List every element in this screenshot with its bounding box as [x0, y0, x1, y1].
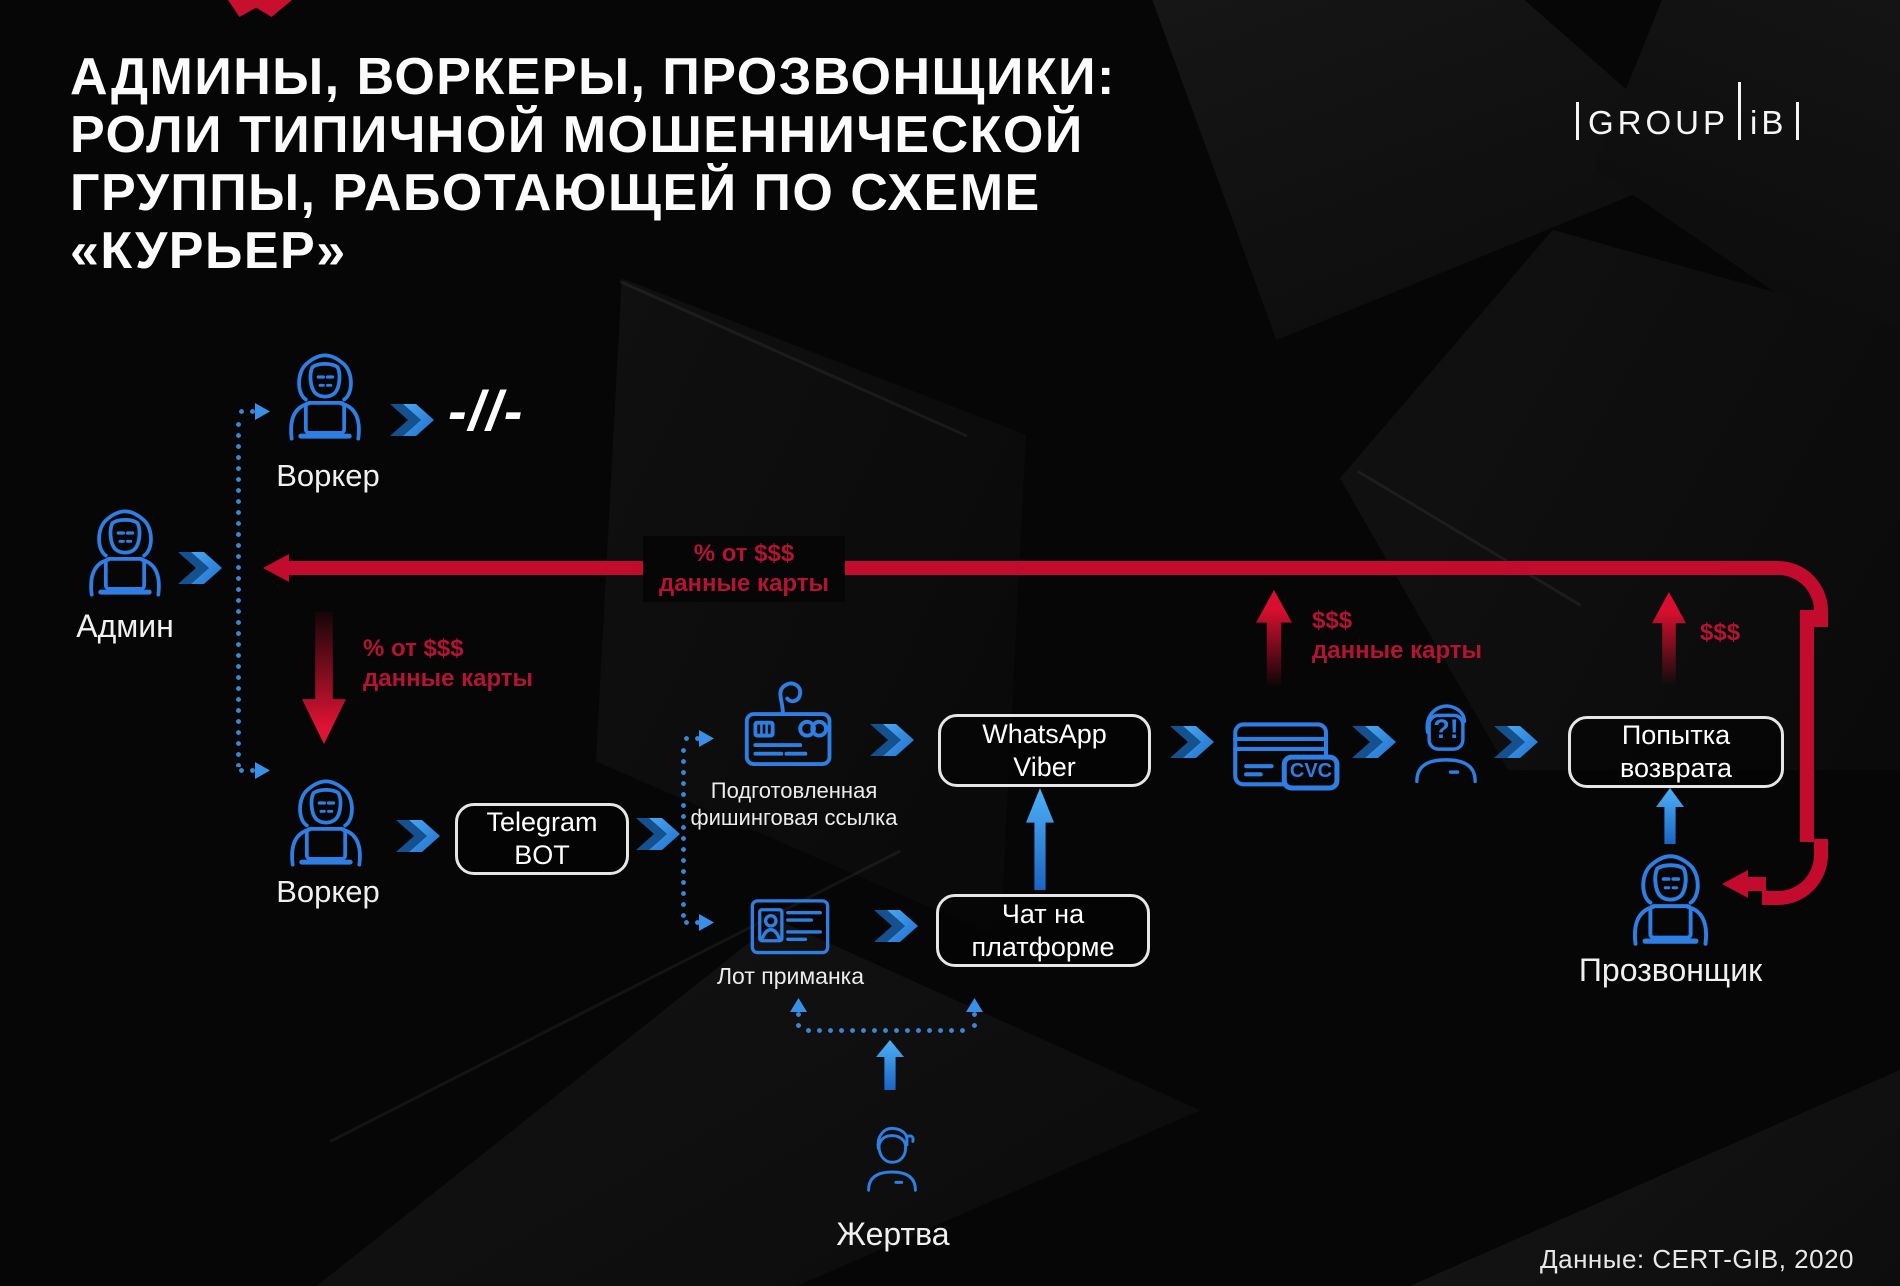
phishing-link-line1: Подготовленная: [710, 778, 878, 803]
arrow-person-to-refund: [1494, 726, 1542, 758]
worker-cut-line2: данные карты: [363, 665, 534, 692]
worker-top-label: Воркер: [276, 458, 380, 493]
confused-text: ?!: [1433, 714, 1459, 744]
red-line-bottom-segment: [1748, 877, 1766, 891]
bg-edge-line: [619, 280, 968, 438]
arrow-worker-top: [390, 404, 438, 436]
phishing-link-label: Подготовленная фишинговая ссылка: [688, 778, 900, 832]
bg-edge-line: [1357, 470, 1582, 607]
arrow-whatsapp-to-card: [1170, 726, 1218, 758]
dotted-victim-right-stub: [972, 1012, 977, 1030]
red-up-arrow-money-left: [1256, 590, 1292, 686]
worker-top-icon: [275, 340, 375, 454]
bg-cube-top-right-2: [1594, 0, 1900, 378]
victim-label: Жертва: [836, 1216, 950, 1252]
telegram-bot-line1: Telegram: [486, 807, 598, 838]
title-line-2: РОЛИ ТИПИЧНОЙ МОШЕННИЧЕСКОЙ: [70, 106, 1084, 164]
dotted-split-stub-top: [684, 736, 699, 741]
money-right-label: $$$: [1700, 619, 1741, 646]
bg-cube-right: [1340, 230, 1900, 770]
arrow-after-telegram: [636, 818, 684, 850]
dotted-arrowhead-phishing: [699, 730, 714, 747]
admin-cut-label: % от $$$ данные карты: [643, 536, 845, 602]
money-card-line2: данные карты: [1312, 637, 1483, 664]
logo-bar: [1796, 102, 1800, 140]
worker-cut-line1: % от $$$: [363, 635, 464, 662]
worker-bottom-icon: [276, 766, 376, 880]
arrow-phishing-to-whatsapp: [870, 724, 918, 756]
dotted-arrowhead-worker-bottom: [255, 762, 270, 779]
title-line-1: АДМИНЫ, ВОРКЕРЫ, ПРОЗВОНЩИКИ:: [70, 48, 1116, 106]
arrow-worker-bottom: [396, 820, 444, 852]
money-card-label: $$$ данные карты: [1312, 606, 1482, 666]
logo-bar: [1576, 102, 1579, 140]
platform-chat-box: Чат на платформе: [936, 894, 1150, 967]
worker-bottom-label: Воркер: [276, 874, 380, 909]
arrow-lot-to-chat: [874, 910, 922, 942]
red-line-arrowhead-to-caller: [1722, 870, 1748, 898]
card-cvc-icon: [1228, 708, 1346, 808]
logo-bar-tall: [1738, 82, 1742, 140]
title-line-3: ГРУППЫ, РАБОТАЮЩЕЙ ПО СХЕМЕ: [70, 164, 1041, 222]
up-arrow-chat-to-whatsapp: [1026, 788, 1054, 890]
whatsapp-line1: WhatsApp: [982, 718, 1107, 749]
dotted-split-line: [681, 748, 686, 924]
dotted-stub-bottom: [239, 768, 255, 773]
whatsapp-viber-box: WhatsApp Viber: [938, 714, 1151, 787]
red-line-vertical: [1800, 610, 1814, 842]
break-symbol: -//-: [448, 379, 525, 442]
up-arrow-victim: [876, 1040, 904, 1090]
caller-label: Прозвонщик: [1578, 952, 1763, 988]
dotted-arrowhead-chat-up: [966, 998, 983, 1012]
bg-cube-top-right: [1152, 0, 1711, 340]
dotted-arrowhead-lot-up: [790, 998, 807, 1012]
red-corner-decoration: [228, 0, 292, 17]
dotted-victim-left-stub: [796, 1012, 801, 1030]
red-up-arrow-money-right: [1652, 592, 1686, 684]
telegram-bot-box: Telegram BOT: [455, 803, 629, 875]
up-arrow-caller-to-refund: [1656, 788, 1684, 844]
page-title: АДМИНЫ, ВОРКЕРЫ, ПРОЗВОНЩИКИ: РОЛИ ТИПИЧ…: [70, 48, 1116, 280]
cvc-text: CVC: [1289, 760, 1333, 782]
caller-icon: [1618, 843, 1723, 957]
admin-cut-line1: % от $$$: [693, 540, 795, 567]
dotted-stub-top: [239, 409, 255, 414]
money-card-line1: $$$: [1312, 607, 1353, 634]
worker-cut-label: % от $$$ данные карты: [363, 634, 533, 694]
group-ib-logo: GROUP iB: [1576, 82, 1800, 141]
refund-line1: Попытка: [1621, 720, 1731, 751]
arrow-card-to-person: [1352, 726, 1400, 758]
telegram-bot-line2: BOT: [514, 840, 570, 870]
admin-cut-line2: данные карты: [658, 570, 830, 597]
red-money-line: [286, 561, 1764, 575]
phishing-link-line2: фишинговая ссылка: [690, 804, 898, 830]
data-source: Данные: CERT-GIB, 2020: [1540, 1244, 1854, 1274]
logo-group-text: GROUP: [1588, 104, 1730, 141]
admin-label: Админ: [76, 608, 174, 644]
phishing-link-icon: [733, 678, 845, 776]
dotted-arrowhead-lot: [699, 914, 714, 931]
lot-bait-icon: [742, 888, 838, 964]
arrow-admin: [178, 552, 226, 584]
red-line-corner-top: [1762, 561, 1828, 627]
refund-attempt-box: Попытка возврата: [1568, 716, 1784, 788]
red-line-corner-bottom: [1762, 839, 1828, 905]
dotted-arrowhead-worker-top: [255, 403, 270, 420]
whatsapp-line2: Viber: [1013, 751, 1076, 782]
chat-line2: платформе: [971, 931, 1115, 962]
dotted-victim-line: [806, 1028, 970, 1033]
chat-line1: Чат на: [1001, 898, 1085, 929]
red-down-arrow-to-worker: [302, 612, 346, 744]
dotted-split-stub-bottom: [684, 920, 699, 925]
dotted-admin-line: [236, 422, 241, 767]
title-line-4: «КУРЬЕР»: [70, 222, 347, 280]
lot-bait-label: Лот приманка: [716, 963, 865, 989]
admin-icon: [75, 496, 175, 610]
victim-icon: [853, 1105, 931, 1213]
refund-line2: возврата: [1620, 753, 1732, 783]
logo-ib-text: iB: [1750, 104, 1788, 141]
